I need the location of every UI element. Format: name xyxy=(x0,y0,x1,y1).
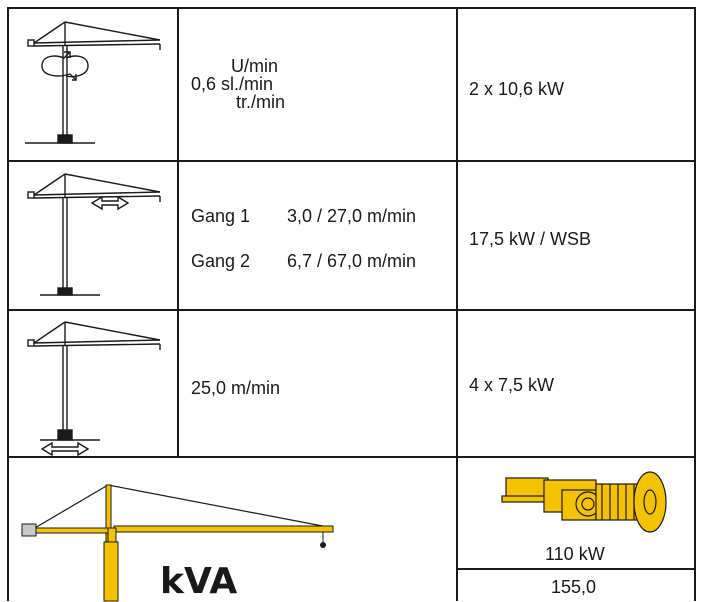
gear-1-label: Gang 1 xyxy=(191,206,251,226)
crane-slewing-icon xyxy=(25,21,161,144)
table-border-right xyxy=(694,7,696,601)
slewing-speed-unit-1: U/min xyxy=(231,56,279,76)
table-border-left xyxy=(7,7,9,601)
row-divider-2 xyxy=(7,309,696,311)
generator-value-divider xyxy=(458,568,694,570)
trolley-power: 17,5 kW / WSB xyxy=(469,229,592,249)
gear-2-label: Gang 2 xyxy=(191,251,251,271)
crane-travel-icon xyxy=(27,321,161,457)
table-border-top xyxy=(7,7,696,9)
gear-1-speed: 3,0 / 27,0 m/min xyxy=(287,206,417,226)
travel-speed: 25,0 m/min xyxy=(191,378,281,398)
column-divider-1 xyxy=(177,7,179,458)
slewing-speed-unit-2: 0,6 sl./min xyxy=(191,74,274,94)
kva-label: kVA xyxy=(160,561,238,602)
slewing-speed-unit-3: tr./min xyxy=(236,92,286,112)
row-divider-1 xyxy=(7,160,696,162)
gear-2-speed: 6,7 / 67,0 m/min xyxy=(287,251,417,271)
generator-power-kw: 110 kW xyxy=(545,544,605,564)
generator-winch-icon xyxy=(501,471,667,533)
column-divider-2 xyxy=(456,7,458,458)
column-divider-bottom xyxy=(456,458,458,601)
crane-trolley-icon xyxy=(27,173,161,296)
row-divider-3 xyxy=(7,456,696,458)
generator-value-kva: 155,0 xyxy=(551,577,597,597)
slewing-power: 2 x 10,6 kW xyxy=(469,79,565,99)
travel-power: 4 x 7,5 kW xyxy=(469,375,555,395)
